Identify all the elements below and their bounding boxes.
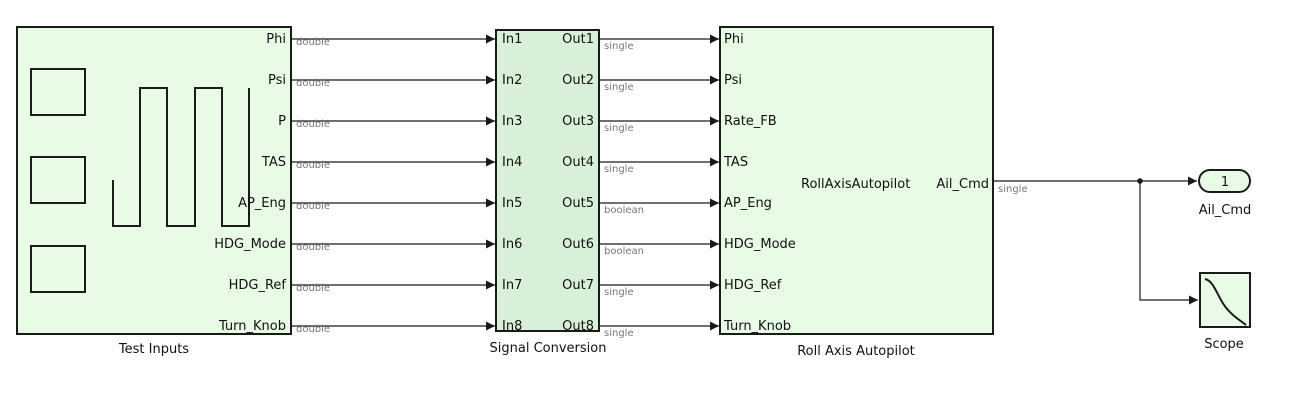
autopilot-inport-label: HDG_Ref: [724, 278, 782, 293]
test-inputs-outport-label: HDG_Ref: [229, 278, 287, 293]
scope-block[interactable]: Scope: [1199, 272, 1251, 352]
test-inputs-outport-label: HDG_Mode: [214, 237, 286, 252]
scope-caption: Scope: [1204, 337, 1244, 352]
conversion-outport-label: Out3: [562, 114, 594, 129]
test-inputs-outport-label: Turn_Knob: [218, 319, 286, 334]
test-inputs-outport-label: Phi: [266, 32, 286, 47]
signal-type-label: single: [604, 41, 634, 52]
signal-type-label: single: [604, 287, 634, 298]
conversion-outport-label: Out5: [562, 196, 594, 211]
test-inputs-outport-label: P: [278, 114, 286, 129]
conversion-outport-label: Out8: [562, 319, 594, 334]
conversion-inport-label: In6: [502, 237, 522, 252]
conversion-inport-label: In3: [502, 114, 522, 129]
conversion-outport-label: Out6: [562, 237, 594, 252]
autopilot-inport-label: Rate_FB: [724, 114, 777, 129]
roll-axis-autopilot-center-label: RollAxisAutopilot: [801, 177, 910, 192]
conversion-inport-label: In1: [502, 32, 522, 47]
conversion-inport-label: In5: [502, 196, 522, 211]
signal-type-label: double: [296, 283, 330, 294]
outport-block[interactable]: 1 Ail_Cmd: [1198, 169, 1252, 218]
signal-type-label: single: [604, 82, 634, 93]
signal-type-label: boolean: [604, 246, 644, 257]
ail-cmd-output-lines: single: [993, 176, 1198, 305]
signal-type-label: single: [604, 164, 634, 175]
autopilot-inport-label: TAS: [723, 155, 748, 170]
conversion-inport-label: In4: [502, 155, 522, 170]
outport-number: 1: [1221, 175, 1229, 190]
signal-type-label: double: [296, 324, 330, 335]
autopilot-inport-label: AP_Eng: [724, 196, 772, 211]
signal-type-label: single: [604, 123, 634, 134]
test-inputs-outport-label: AP_Eng: [238, 196, 286, 211]
signal-type-label: double: [296, 119, 330, 130]
autopilot-inport-label: Phi: [724, 32, 744, 47]
scope-icon: [1204, 278, 1247, 326]
conversion-outport-label: Out2: [562, 73, 594, 88]
outport-caption: Ail_Cmd: [1199, 203, 1252, 218]
signal-type-label: boolean: [604, 205, 644, 216]
autopilot-inport-label: Psi: [724, 73, 742, 88]
signal-builder-icon: [30, 68, 250, 293]
conversion-to-autopilot-lines: single single single single boolean boolean si…: [599, 34, 719, 339]
conversion-outport-label: Out7: [562, 278, 594, 293]
conversion-outport-label: Out4: [562, 155, 594, 170]
conversion-inport-label: In8: [502, 319, 522, 334]
signal-type-label: single: [604, 328, 634, 339]
signal-type-label: double: [296, 37, 330, 48]
conversion-outport-label: Out1: [562, 32, 594, 47]
test-inputs-caption: Test Inputs: [118, 342, 189, 357]
conversion-inport-label: In7: [502, 278, 522, 293]
test-inputs-to-conversion-lines: double double double double double double doub…: [291, 34, 495, 335]
test-inputs-outport-label: Psi: [268, 73, 286, 88]
autopilot-inport-label: HDG_Mode: [724, 237, 796, 252]
conversion-inport-label: In2: [502, 73, 522, 88]
ail-cmd-signal-type: single: [998, 184, 1028, 195]
signal-type-label: double: [296, 242, 330, 253]
roll-axis-autopilot-caption: Roll Axis Autopilot: [797, 344, 915, 359]
signal-conversion-caption: Signal Conversion: [490, 341, 607, 356]
signal-type-label: double: [296, 160, 330, 171]
ail-cmd-outport-label: Ail_Cmd: [936, 177, 989, 192]
signal-type-label: double: [296, 201, 330, 212]
autopilot-inport-label: Turn_Knob: [723, 319, 791, 334]
signal-type-label: double: [296, 78, 330, 89]
test-inputs-outport-label: TAS: [261, 155, 286, 170]
